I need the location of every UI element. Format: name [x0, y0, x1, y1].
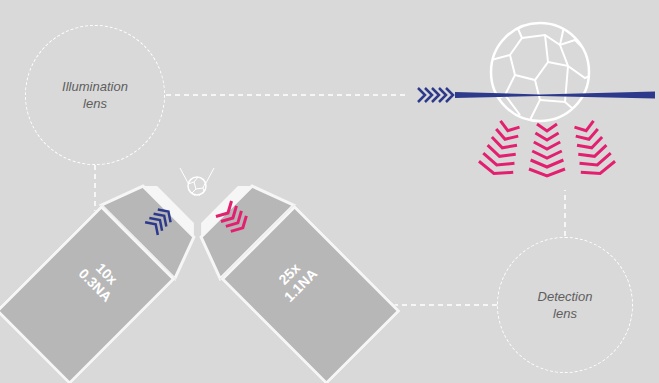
callout-circle: Illumination lens [25, 25, 165, 165]
illumination-chevrons [418, 88, 453, 102]
lens-label: Illumination lens [62, 78, 128, 112]
detection-chevrons [477, 118, 617, 179]
illumination-chevrons [145, 205, 175, 235]
detection-chevrons [216, 201, 251, 236]
leader-line [166, 94, 405, 96]
lens-label: 25x 1.1NA [269, 254, 320, 305]
lens-label: Detection lens [538, 288, 593, 322]
sample-sphere [491, 22, 592, 121]
dashed-connector [94, 165, 96, 211]
sample-sphere [180, 168, 214, 196]
lens-label: 10x 0.3NA [75, 254, 126, 305]
callout-circle: Detection lens [497, 237, 633, 373]
leader-line [564, 190, 566, 236]
light-sheet [455, 92, 655, 99]
dashed-connector [394, 304, 497, 306]
